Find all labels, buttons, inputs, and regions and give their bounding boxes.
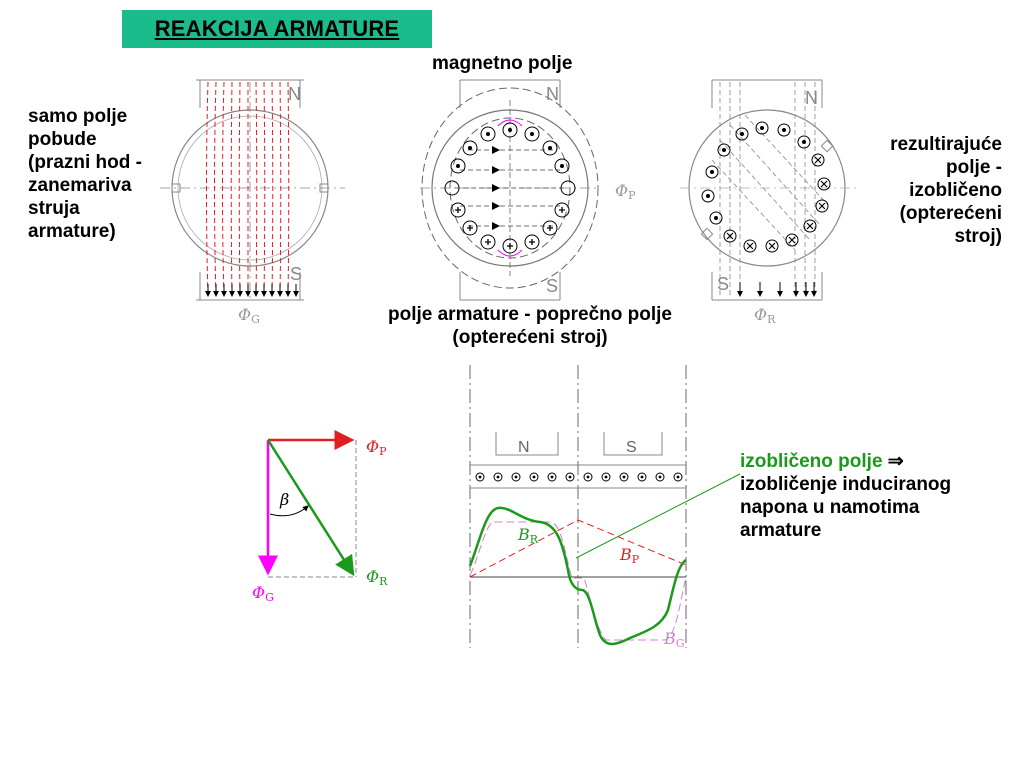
pole-n-label-2: N bbox=[546, 84, 559, 104]
b-r-label: BR bbox=[517, 525, 539, 546]
right-desc-line-1: rezultirajuće bbox=[890, 134, 1002, 155]
excitation-field-description: samo polje pobude (prazni hod - zanemari… bbox=[28, 105, 168, 243]
vector-phi-g-label: ΦG bbox=[252, 583, 274, 604]
left-desc-line-1: samo polje bbox=[28, 106, 128, 127]
right-desc-line-3: izobličeno bbox=[909, 180, 1002, 201]
resultant-field-description: rezultirajuće polje - izobličeno (optere… bbox=[852, 133, 1002, 248]
right-desc-line-5: stroj) bbox=[954, 226, 1003, 247]
wave-pole-s: S bbox=[626, 439, 637, 456]
pole-n-label-1: N bbox=[288, 84, 301, 104]
distortion-line-2: izobličenje induciranog bbox=[740, 474, 952, 495]
b-p-label: BP bbox=[619, 545, 640, 566]
pole-s-label-1: S bbox=[290, 264, 302, 284]
title-banner: REAKCIJA ARMATURE bbox=[122, 10, 432, 48]
wave-pole-n: N bbox=[518, 439, 530, 456]
left-desc-line-2: pobude bbox=[28, 129, 97, 150]
implies-arrow: ⇒ bbox=[887, 451, 904, 472]
distortion-description: izobličeno polje ⇒ izobličenje induciran… bbox=[740, 450, 1010, 542]
distortion-line-4: armature bbox=[740, 520, 822, 541]
magnetic-field-label: magnetno polje bbox=[432, 53, 573, 74]
page-title: REAKCIJA ARMATURE bbox=[154, 16, 400, 41]
right-desc-line-4: (opterećeni bbox=[899, 203, 1002, 224]
distorted-field-term: izobličeno polje bbox=[740, 451, 883, 472]
left-desc-line-6: armature) bbox=[28, 221, 116, 242]
distortion-line-1: izobličeno polje ⇒ bbox=[740, 450, 1010, 473]
left-desc-line-5: struja bbox=[28, 198, 80, 219]
phi-r-label: ΦR bbox=[754, 305, 776, 326]
armature-desc-line-2: (opterećeni stroj) bbox=[452, 327, 608, 348]
pole-n-label-3: N bbox=[805, 88, 818, 108]
pole-s-label-3: S bbox=[717, 274, 729, 294]
phi-g-label: ΦG bbox=[238, 305, 260, 326]
distortion-line-3: napona u namotima bbox=[740, 497, 920, 518]
right-desc-line-2: polje - bbox=[946, 157, 1002, 178]
machine-resultant-field: N S ΦR bbox=[680, 79, 860, 326]
left-desc-line-3: (prazni hod - bbox=[28, 152, 142, 173]
callout-line bbox=[575, 473, 741, 559]
phi-p-label: ΦP bbox=[615, 181, 636, 202]
flux-vector-diagram: β ΦP ΦR ΦG bbox=[252, 430, 388, 604]
vector-phi-r-label: ΦR bbox=[366, 567, 388, 588]
phi-r-vector bbox=[266, 439, 355, 577]
pole-s-label-2: S bbox=[546, 276, 558, 296]
armature-field-description: polje armature - poprečno polje (optereć… bbox=[350, 303, 710, 349]
b-g-label: BG bbox=[663, 629, 685, 650]
beta-angle-label: β bbox=[279, 490, 289, 509]
machine-armature-field: N S ΦP bbox=[420, 79, 636, 301]
flux-density-waveform: N S BR BP BG bbox=[468, 365, 741, 650]
vector-phi-p-label: ΦP bbox=[366, 437, 387, 458]
armature-desc-line-1: polje armature - poprečno polje bbox=[388, 304, 672, 325]
left-desc-line-4: zanemariva bbox=[28, 175, 132, 196]
machine-no-load: N S ΦG bbox=[160, 79, 345, 326]
